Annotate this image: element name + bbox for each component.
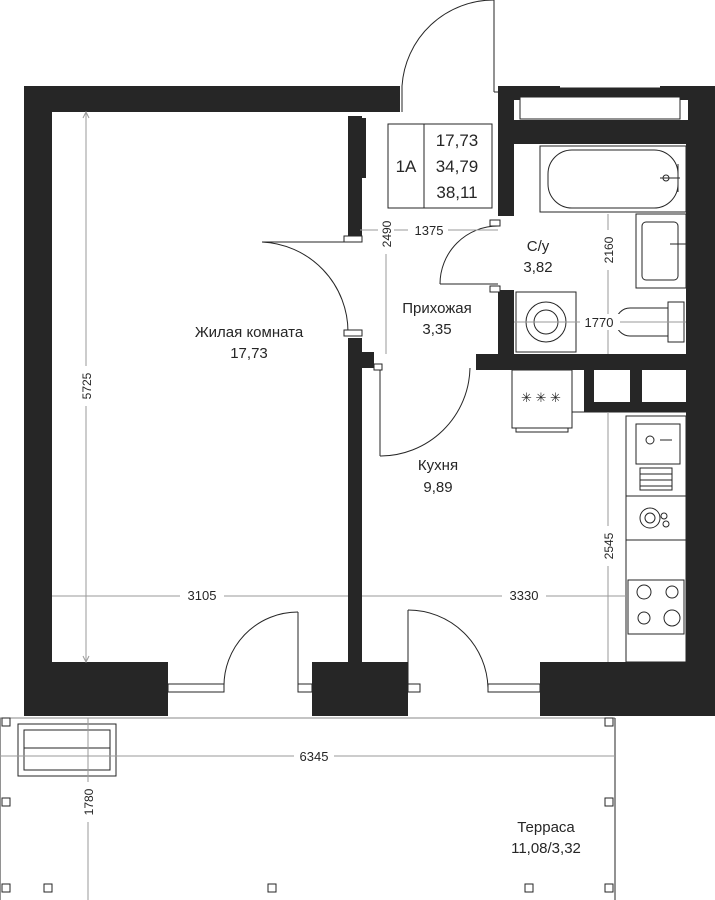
- room-terrace-area: 11,08/3,32: [511, 840, 581, 857]
- doors: [223, 0, 501, 689]
- walls: [24, 86, 715, 716]
- dim-3330: 3330: [510, 588, 539, 603]
- dimension-lines: [0, 110, 686, 900]
- room-bath-name: С/у: [527, 238, 550, 255]
- room-hall-name: Прихожая: [402, 300, 472, 317]
- bathtub: [539, 145, 687, 213]
- room-terrace-name: Терраса: [517, 819, 575, 836]
- dim-1780-label: 1780: [80, 782, 96, 822]
- area-total: 34,79: [436, 157, 479, 176]
- room-kitchen-name: Кухня: [418, 457, 458, 474]
- dim-3105: 3105: [188, 588, 217, 603]
- washbasin: [635, 213, 687, 289]
- area-living: 17,73: [436, 131, 479, 150]
- room-living-name: Жилая комната: [195, 324, 304, 341]
- dim-1375: 1375: [415, 223, 444, 238]
- dim-1770-label: 1770: [580, 314, 620, 330]
- dim-1375-label: 1375: [408, 222, 448, 238]
- dim-3105-label: 3105: [180, 588, 224, 604]
- room-hall-area: 3,35: [422, 321, 451, 338]
- dim-2545-label: 2545: [600, 526, 616, 566]
- dim-2490: 2490: [380, 220, 394, 247]
- terrace: [0, 717, 616, 900]
- dim-6345: 6345: [300, 749, 329, 764]
- apartment-code: 1A: [396, 157, 417, 176]
- stove-symbol: ✳ ✳ ✳: [521, 390, 561, 405]
- room-living-area: 17,73: [230, 345, 268, 362]
- dim-3330-label: 3330: [502, 588, 546, 604]
- area-with-terrace: 38,11: [436, 183, 477, 202]
- dim-6345-label: 6345: [294, 748, 334, 764]
- dim-5725-label: 5725: [78, 366, 94, 406]
- dim-2490-label: 2490: [378, 214, 394, 254]
- dim-2160-label: 2160: [600, 230, 616, 270]
- dim-1780: 1780: [82, 788, 96, 815]
- stove: [511, 369, 686, 433]
- dim-1770: 1770: [585, 315, 614, 330]
- kitchen-counter: [625, 415, 687, 663]
- dim-5725: 5725: [80, 372, 94, 399]
- room-kitchen-area: 9,89: [423, 479, 452, 496]
- dim-2545: 2545: [602, 532, 616, 559]
- info-box: [387, 123, 493, 209]
- room-bath-area: 3,82: [523, 259, 552, 276]
- terrace-bench: [17, 723, 117, 777]
- bath-window: [519, 84, 681, 120]
- dim-2160: 2160: [602, 236, 616, 263]
